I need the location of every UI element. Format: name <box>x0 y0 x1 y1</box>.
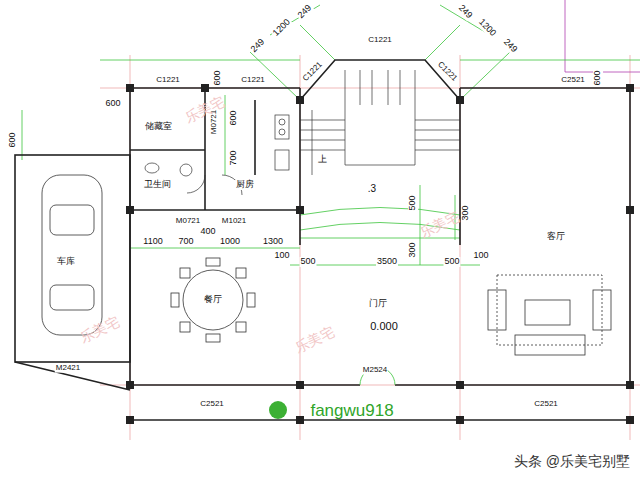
dimension: 600 <box>213 69 223 86</box>
level-mark: 0.000 <box>369 320 399 332</box>
dimension: 1300 <box>262 237 284 247</box>
room-name: 卫生间 <box>143 180 172 190</box>
window-code: C1221 <box>155 76 181 85</box>
dimension: 300 <box>408 241 418 258</box>
dimension: 600 <box>104 99 121 109</box>
dimension: 1200 <box>271 17 294 40</box>
dimension: 249 <box>500 36 519 55</box>
dimension: 400 <box>199 227 216 237</box>
watermark: 乐美宅 <box>418 209 463 241</box>
watermark: fangwu918 <box>310 402 393 421</box>
window-code: C1221 <box>367 36 393 45</box>
dimension: 600 <box>8 131 18 148</box>
dimension: 600 <box>229 109 239 126</box>
room-name: 厨房 <box>235 180 255 190</box>
dimension: 500 <box>299 257 316 267</box>
dimension: 600 <box>593 69 603 86</box>
dimension: 300 <box>461 204 471 221</box>
room-name: 车库 <box>56 257 76 267</box>
dimension: 249 <box>295 2 314 21</box>
dimension: 700 <box>177 237 194 247</box>
window-code: C2521 <box>533 400 559 409</box>
room-name: 客厅 <box>546 232 566 242</box>
door-code: M1021 <box>221 217 247 226</box>
watermark: 乐美宅 <box>293 324 338 356</box>
wechat-icon <box>269 401 287 419</box>
window-code: C1221 <box>435 60 459 84</box>
dimension: 1200 <box>476 17 499 40</box>
level-mark: .3 <box>367 183 377 194</box>
dimension: 1100 <box>142 237 163 247</box>
room-name: 餐厅 <box>203 295 223 305</box>
dimension: 1000 <box>219 237 241 247</box>
door-code: M0721 <box>175 217 201 226</box>
dimension: 249 <box>455 2 474 21</box>
watermark: 头条 @乐美宅别墅 <box>514 454 630 469</box>
dimension: 100 <box>472 251 489 261</box>
dimension: 500 <box>443 257 460 267</box>
dimension: 700 <box>229 149 239 166</box>
window-code: C2521 <box>560 76 586 85</box>
window-code: C1221 <box>301 60 325 84</box>
door-code: M2421 <box>55 364 81 373</box>
stair-mark: 上 <box>317 155 328 165</box>
dimension: 249 <box>248 36 267 55</box>
window-code: C2521 <box>199 400 225 409</box>
room-name: 储藏室 <box>144 122 173 132</box>
dimension: 100 <box>273 251 290 261</box>
watermark: 乐美宅 <box>78 314 123 346</box>
dimension: 3500 <box>376 257 398 267</box>
window-code: C1221 <box>240 76 266 85</box>
dimension: 500 <box>408 194 418 211</box>
room-name: 门厅 <box>368 299 388 309</box>
door-code: M2524 <box>362 366 388 375</box>
